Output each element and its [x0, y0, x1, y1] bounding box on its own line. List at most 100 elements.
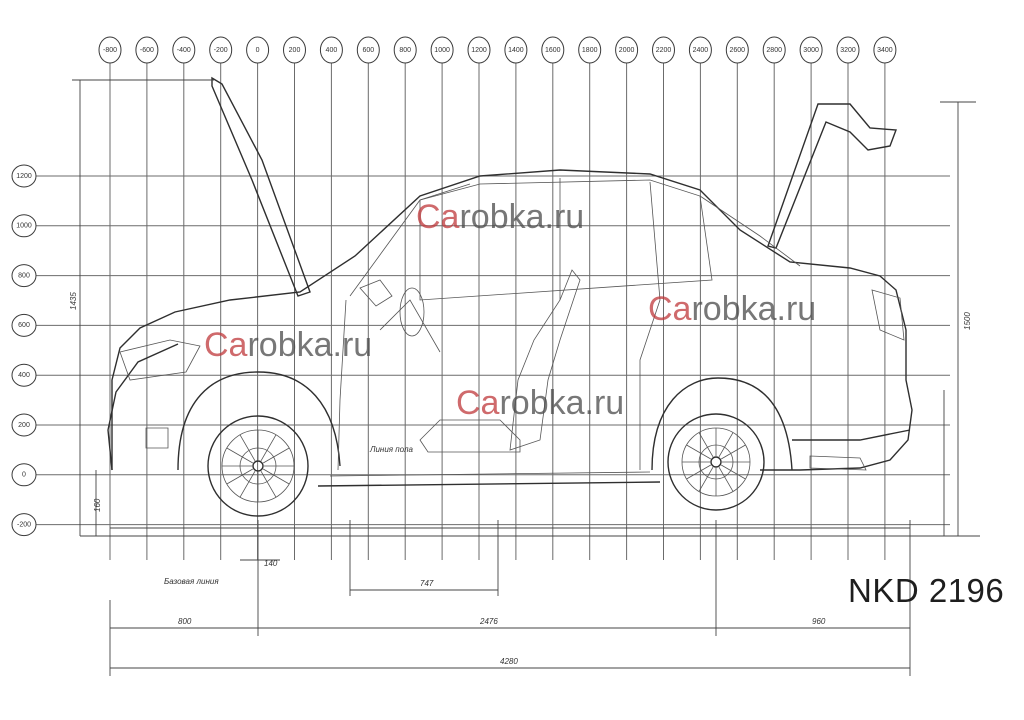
x-grid-label: 0: [256, 47, 260, 54]
watermark-left: Carobka.ru: [204, 326, 372, 364]
wheel-spoke: [698, 432, 714, 458]
x-grid-bubble: 3000: [799, 36, 823, 64]
ground-clearance-label: 160: [93, 498, 102, 512]
x-grid-label: 3000: [803, 47, 819, 54]
seat-cushion: [419, 419, 521, 453]
open-trunk-lid: [767, 103, 897, 249]
x-grid-label: 3400: [877, 47, 893, 54]
front-door-line: [337, 299, 347, 471]
wheel-spoke: [686, 464, 712, 480]
seat-track-label: 747: [420, 579, 434, 588]
y-grid-bubble: 1200: [11, 164, 37, 188]
exhaust: [809, 455, 867, 471]
y-grid-label: -200: [17, 521, 31, 528]
x-grid-bubble: 200: [283, 36, 306, 64]
x-grid-bubble: 2000: [615, 36, 639, 64]
y-grid-label-bubbles: 1200 1000 800 600 400 200 0 -200: [11, 164, 37, 537]
x-grid-bubble: 2400: [688, 36, 712, 64]
wheelbase-label: 2476: [479, 617, 498, 626]
x-grid-label: 400: [326, 47, 338, 54]
car-side-outline: [107, 76, 913, 487]
wheel-spoke: [718, 432, 734, 458]
y-grid-label: 1200: [16, 173, 32, 180]
x-grid-bubble: 1800: [578, 36, 602, 64]
x-grid-bubble: 400: [319, 36, 343, 64]
wheel-spoke: [720, 464, 746, 480]
x-grid-bubble: 1600: [541, 36, 565, 64]
wheel-spoke: [260, 434, 277, 462]
wheel-spoke: [260, 470, 277, 498]
rear-overhang-label: 960: [812, 617, 826, 626]
y-grid-label: 200: [18, 422, 30, 429]
x-grid-label: -600: [140, 47, 154, 54]
y-grid-bubble: -200: [11, 513, 37, 537]
x-grid-label: 1000: [434, 47, 450, 54]
steering-wheel: [399, 287, 425, 337]
x-grid-bubble: -400: [172, 36, 196, 64]
y-grid-label: 1000: [16, 223, 32, 230]
wheel-spoke: [226, 468, 254, 485]
x-grid-bubble: 800: [393, 36, 417, 64]
dimension-lines: [72, 79, 980, 676]
sill-line: [329, 471, 651, 477]
driver-seat: [509, 269, 581, 451]
side-mirror: [359, 279, 393, 307]
body-height-label: 1435: [69, 292, 78, 310]
rear-window: [699, 195, 801, 267]
watermark-right: Carobka.ru: [648, 290, 816, 328]
body-profile: [111, 169, 913, 471]
wheel-spoke: [226, 447, 254, 464]
overall-height-label: 1500: [963, 312, 972, 330]
x-grid-label: 1600: [545, 47, 561, 54]
x-grid-bubble: 2800: [762, 36, 786, 64]
watermark-center: Carobka.ru: [456, 384, 624, 422]
x-grid-bubble: -200: [209, 36, 233, 64]
x-grid-label: 2800: [766, 47, 782, 54]
wheel-spoke: [262, 447, 290, 464]
open-hood: [211, 76, 311, 297]
y-grid-bubble: 600: [11, 313, 37, 337]
wheel-spoke: [720, 444, 746, 460]
x-grid-label: 2400: [693, 47, 709, 54]
rocker-panel: [317, 481, 661, 487]
rear-door-line: [639, 181, 661, 470]
x-grid-bubble: -800: [98, 36, 122, 64]
x-grid-label: 1400: [508, 47, 524, 54]
x-grid-label: 3200: [840, 47, 856, 54]
x-grid-bubble: 3200: [836, 36, 860, 64]
x-grid-label: 1200: [471, 47, 487, 54]
x-grid-label: 2200: [656, 47, 672, 54]
y-grid-label: 400: [18, 372, 30, 379]
wheel-spoke: [239, 470, 256, 498]
x-grid-bubble: 1400: [504, 36, 528, 64]
x-grid-label: 1800: [582, 47, 598, 54]
y-grid-bubble: 400: [11, 363, 37, 387]
front-bumper: [107, 343, 179, 471]
y-grid-bubble: 1000: [11, 214, 37, 238]
wheel-spoke: [262, 468, 290, 485]
horizontal-grid-lines: [30, 175, 950, 526]
y-grid-bubble: 800: [11, 264, 37, 288]
steering-column: [379, 299, 441, 353]
watermarks: Carobka.ru Carobka.ru Carobka.ru Carobka…: [204, 198, 816, 422]
headlight: [119, 339, 201, 381]
x-grid-bubble: 2200: [652, 36, 675, 64]
model-label: NKD 2196: [848, 572, 1005, 609]
x-grid-bubble: 2600: [725, 36, 749, 64]
y-grid-bubble: 200: [11, 413, 37, 437]
y-grid-label: 0: [22, 472, 26, 479]
x-grid-bubble: 3400: [873, 36, 897, 64]
floor-line-annotation: Линия пола: [369, 445, 413, 454]
x-grid-label: 200: [289, 47, 301, 54]
x-grid-label: 2000: [619, 47, 635, 54]
x-grid-bubble: 1200: [467, 36, 491, 64]
rear-bumper: [792, 429, 911, 441]
overall-length-label: 4280: [500, 657, 518, 666]
front-wheel-arch: [177, 371, 341, 471]
front-wheel-offset-label: 140: [264, 559, 278, 568]
rear-wheel-arch: [651, 377, 793, 471]
x-grid-label: 800: [399, 47, 411, 54]
wheel-spoke: [686, 444, 712, 460]
